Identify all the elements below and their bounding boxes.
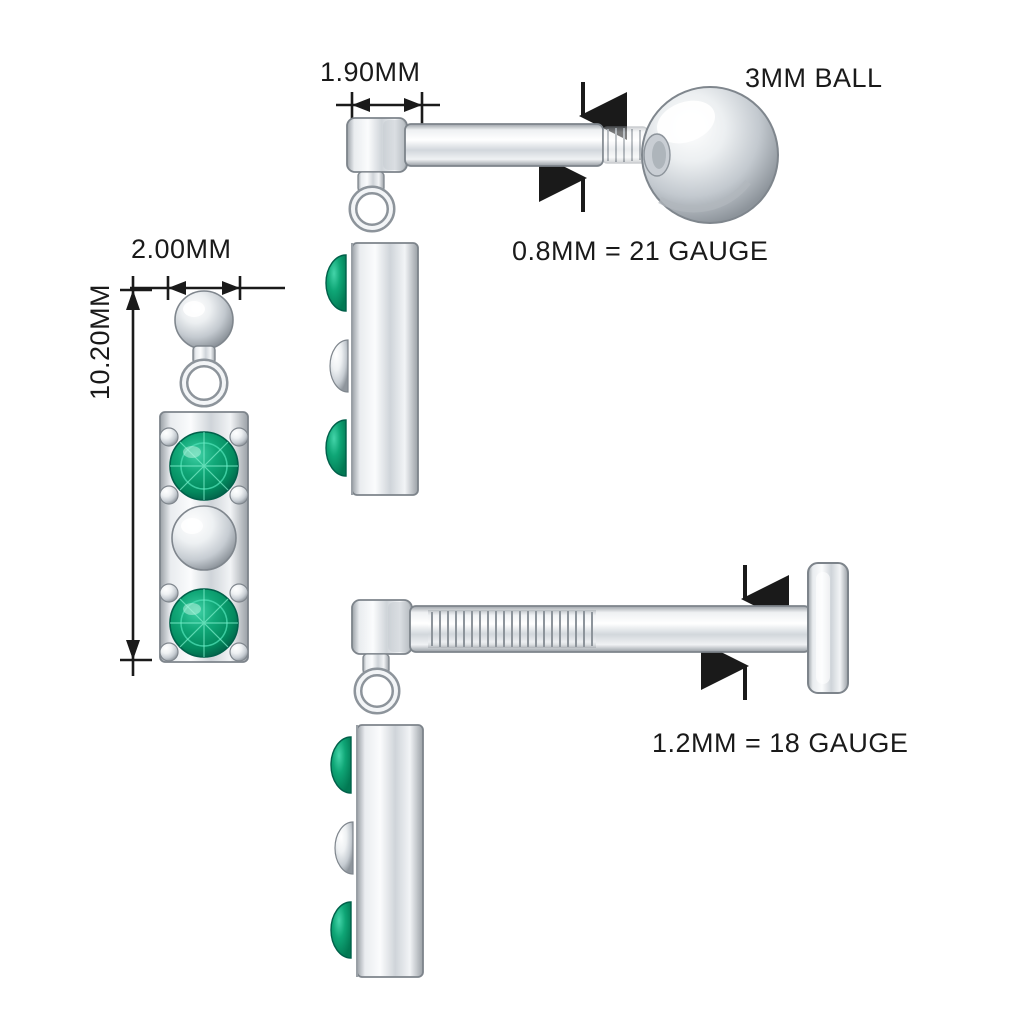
thread-shaft bbox=[602, 126, 648, 164]
gemstone-1 bbox=[169, 431, 239, 501]
length-dimension bbox=[120, 276, 152, 676]
label-width: 2.00MM bbox=[131, 234, 232, 264]
barbell-post bbox=[404, 123, 604, 167]
width-arrow-left bbox=[168, 281, 186, 295]
labret-threads bbox=[431, 611, 593, 647]
middle-bead bbox=[171, 505, 237, 571]
gemstone-side-4 bbox=[330, 901, 352, 959]
length-arrow-top bbox=[126, 290, 140, 310]
barbell-ball-highlight bbox=[656, 100, 716, 144]
bead-highlight bbox=[181, 518, 203, 534]
label-gauge-21: 0.8MM = 21 GAUGE bbox=[512, 236, 769, 266]
flat-back-highlight bbox=[816, 572, 830, 684]
ball-socket-hole bbox=[652, 141, 666, 169]
bead-side-2 bbox=[334, 821, 354, 875]
side-drop-2 bbox=[330, 599, 424, 978]
bar-body-side-1 bbox=[351, 242, 419, 496]
gemstone-side-1 bbox=[325, 254, 347, 312]
length-arrow-bottom bbox=[126, 640, 140, 660]
post-head-arrow-right bbox=[404, 98, 422, 112]
prongs bbox=[159, 427, 249, 662]
side-drop-1 bbox=[325, 117, 419, 496]
bead-side-1 bbox=[329, 339, 349, 393]
label-post-head: 1.90MM bbox=[320, 57, 421, 87]
top-ball bbox=[174, 290, 234, 350]
gemstone-side-3 bbox=[330, 736, 352, 794]
barbell-ball-view bbox=[325, 82, 779, 496]
ball-highlight bbox=[183, 301, 205, 317]
ball-shadow-arc bbox=[658, 179, 751, 213]
labret-flatback-view bbox=[330, 562, 849, 978]
label-gauge-18: 1.2MM = 18 GAUGE bbox=[652, 728, 909, 758]
label-ball: 3MM BALL bbox=[745, 63, 883, 93]
gemstone-side-2 bbox=[325, 419, 347, 477]
width-arrow-right bbox=[222, 281, 240, 295]
label-length: 10.20MM bbox=[85, 283, 115, 400]
gemstone-2 bbox=[169, 588, 239, 658]
jump-ring-highlight bbox=[182, 361, 226, 405]
bar-body-side-2 bbox=[356, 724, 424, 978]
post-head-arrow-left bbox=[352, 98, 370, 112]
front-view bbox=[120, 276, 285, 676]
